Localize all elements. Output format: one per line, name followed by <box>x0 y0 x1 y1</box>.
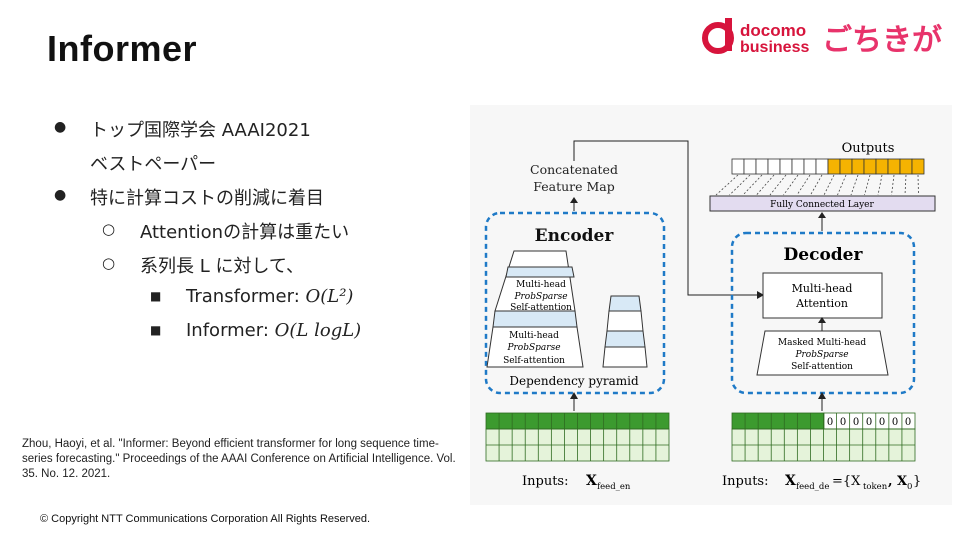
encoder-trapezoid <box>486 326 584 368</box>
decoder-x-label: X <box>785 473 796 489</box>
decoder-token-sub: token <box>863 482 888 492</box>
zero-token: 0 <box>866 417 872 428</box>
informer-architecture-figure: Concatenated Feature Map Encoder Multi-h… <box>470 105 952 505</box>
output-cell <box>863 158 877 175</box>
bullet-3: Attentionの計算は重たい <box>140 222 350 243</box>
output-cell <box>887 158 901 175</box>
bullet-6: Informer: O(L logL) <box>186 320 362 341</box>
output-cell <box>779 158 793 175</box>
zero-token: 0 <box>827 417 833 428</box>
bullet-1: トップ国際学会 AAAI2021 <box>90 120 311 141</box>
encoder-inputs-label: Inputs: <box>522 474 568 489</box>
fc-label: Fully Connected Layer <box>770 200 874 210</box>
bullet-dot-icon: ● <box>54 119 67 135</box>
output-cell <box>827 158 841 175</box>
masked-l2: ProbSparse <box>794 350 848 360</box>
dec-attn-l1: Multi-head <box>792 282 853 295</box>
concat-label-2: Feature Map <box>533 179 615 194</box>
logo-business: business <box>740 39 809 56</box>
output-cell <box>731 158 745 175</box>
arrow-head-icon <box>570 392 578 399</box>
circle-bullet-icon: ○ <box>102 220 116 238</box>
architecture-diagram: Concatenated Feature Map Encoder Multi-h… <box>484 140 936 492</box>
output-cell <box>875 158 889 175</box>
output-cell <box>791 158 805 175</box>
dec-attn-l2: Attention <box>795 297 848 310</box>
small-pyramid-layer <box>608 295 642 312</box>
output-cell <box>767 158 781 175</box>
bullet-5: Transformer: O(L²) <box>186 286 354 307</box>
arrow-head-icon <box>818 212 826 218</box>
outputs-label: Outputs <box>842 141 895 156</box>
bullet-2: 特に計算コストの削減に着目 <box>90 188 324 209</box>
decoder-x0-sub: 0 <box>907 482 912 492</box>
decoder-x-sub: feed_de <box>796 482 829 492</box>
circle-bullet-icon: ○ <box>102 254 116 272</box>
square-bullet-icon: ■ <box>150 289 162 303</box>
zero-token: 0 <box>879 417 885 428</box>
decoder-close-brace: } <box>913 474 921 489</box>
small-pyramid-layer <box>606 310 644 332</box>
zero-token: 0 <box>853 417 859 428</box>
arrow-head-icon <box>818 317 826 323</box>
output-dashed-lines <box>715 174 919 196</box>
bullet-dot-icon: ● <box>54 187 67 203</box>
encoder-label: Encoder <box>535 226 615 246</box>
enc-block2-l1: Multi-head <box>509 331 559 341</box>
enc-block1-l1: Multi-head <box>516 280 566 290</box>
small-pyramid-layer <box>602 346 648 368</box>
copyright: © Copyright NTT Communications Corporati… <box>40 513 371 525</box>
masked-attention-trapezoid <box>756 330 889 376</box>
decoder-x-rest: ={X <box>832 474 861 489</box>
reference-citation: Zhou, Haoyi, et al. "Informer: Beyond ef… <box>22 438 456 480</box>
enc-block2-l2: ProbSparse <box>506 343 560 353</box>
output-cell <box>851 158 865 175</box>
docomo-business-logo: docomo business ごちきが <box>702 18 942 56</box>
encoder-x-label: X <box>586 473 597 489</box>
pyramid-layer <box>492 310 578 328</box>
dependency-pyramid-label: Dependency pyramid <box>509 374 639 388</box>
zero-token: 0 <box>905 417 911 428</box>
pyramid-layer <box>505 266 575 278</box>
output-cell <box>911 158 925 175</box>
encoder-x-sub: feed_en <box>597 482 631 492</box>
square-bullet-icon: ■ <box>150 323 162 337</box>
arrow-head-icon <box>818 392 826 399</box>
output-cell <box>803 158 817 175</box>
connector-line <box>573 140 762 296</box>
enc-block1-l3: Self-attention <box>510 303 572 313</box>
bullet-4: 系列長 L に対して、 <box>140 256 305 277</box>
zero-token: 0 <box>840 417 846 428</box>
zero-token: 0 <box>892 417 898 428</box>
multi-head-attention-box <box>762 272 883 319</box>
decoder-label: Decoder <box>784 245 864 265</box>
output-cell <box>815 158 829 175</box>
output-cell <box>839 158 853 175</box>
output-cell <box>755 158 769 175</box>
arrow-head-icon <box>757 291 764 299</box>
decoder-box <box>730 231 916 395</box>
logo-docomo: docomo <box>740 21 806 40</box>
masked-l1: Masked Multi-head <box>778 338 867 348</box>
output-cell <box>743 158 757 175</box>
concat-label-1: Concatenated <box>530 162 618 177</box>
encoder-input-grid <box>485 412 670 462</box>
page-title: Informer <box>47 28 198 69</box>
output-cell <box>899 158 913 175</box>
arrow-head-icon <box>570 197 578 203</box>
decoder-input-grid <box>731 412 916 462</box>
bullet-1-cont: ベストペーパー <box>90 154 217 175</box>
decoder-inputs-label: Inputs: <box>722 474 768 489</box>
fully-connected-layer <box>709 195 936 212</box>
masked-l3: Self-attention <box>791 362 853 372</box>
small-pyramid-layer <box>604 330 646 348</box>
output-cells <box>731 158 925 175</box>
decoder-x0: , X <box>888 474 908 489</box>
enc-block2-l3: Self-attention <box>503 356 565 366</box>
enc-block1-l2: ProbSparse <box>513 292 567 302</box>
encoder-box <box>484 211 666 395</box>
logo-mascot-text: ごちきが <box>822 23 942 56</box>
